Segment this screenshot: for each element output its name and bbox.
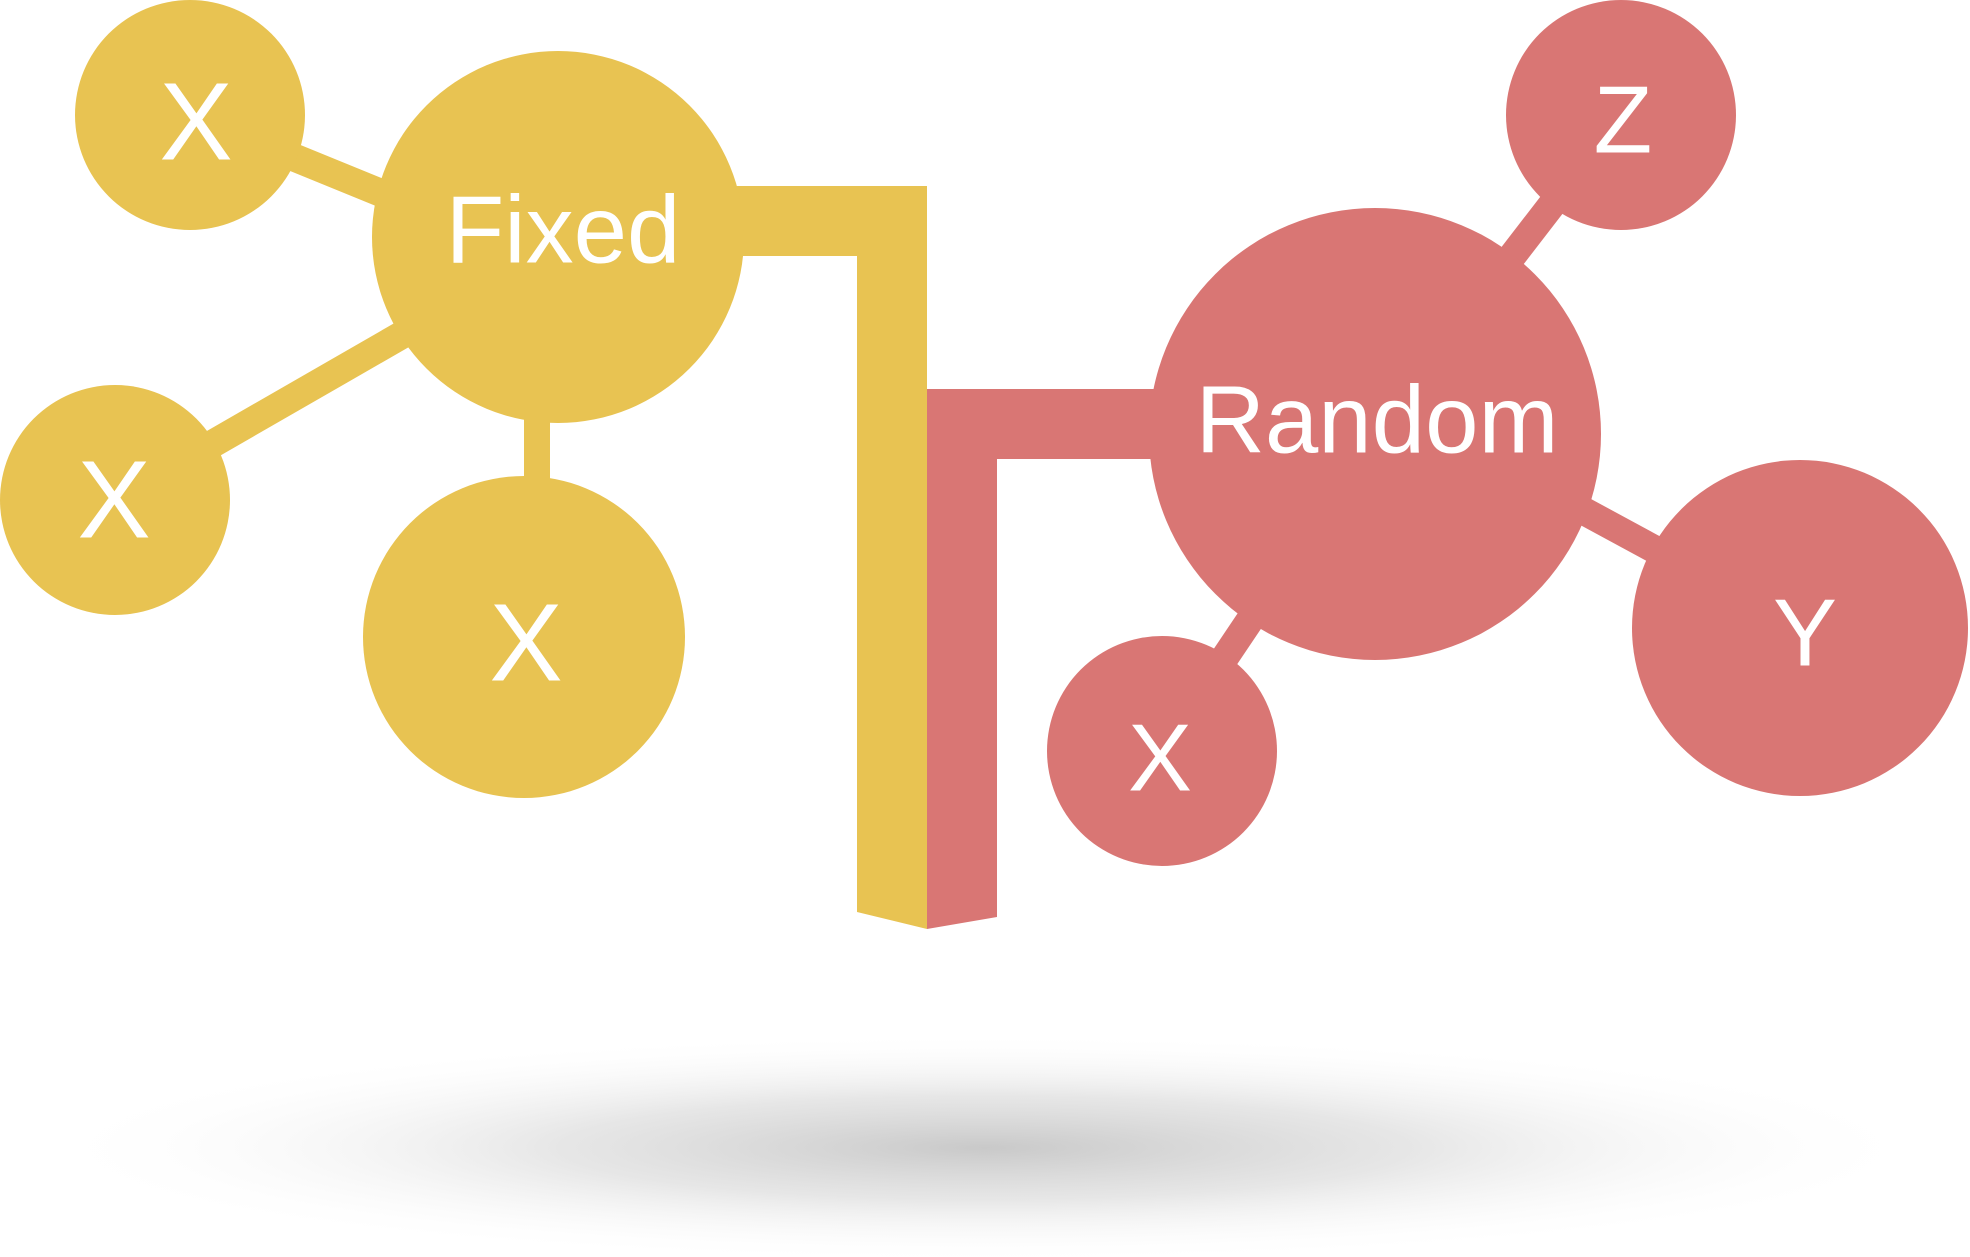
random-group: Z Y X Random — [927, 0, 1968, 929]
random-pillar — [927, 389, 1170, 929]
fixed-hub — [372, 51, 744, 423]
random-satellite-right-label: Y — [1773, 580, 1837, 687]
ground-shadow — [35, 1033, 1935, 1257]
random-satellite-top-label: Z — [1594, 67, 1653, 174]
fixed-satellite-top — [75, 0, 305, 230]
random-hub-label: Random — [1196, 367, 1559, 474]
fixed-satellite-top-label: X — [159, 61, 232, 184]
fixed-satellite-left-label: X — [77, 439, 150, 562]
fixed-satellite-bottom — [363, 476, 685, 798]
random-satellite-right — [1632, 460, 1968, 796]
fixed-satellite-bottom-label: X — [489, 582, 562, 705]
fixed-pillar — [730, 186, 927, 929]
random-hub — [1149, 208, 1601, 660]
fixed-group: X X X Fixed — [0, 0, 927, 929]
random-satellite-top — [1506, 0, 1736, 230]
fixed-hub-label: Fixed — [446, 177, 681, 284]
random-satellite-bottom-label: X — [1128, 705, 1192, 812]
fixed-satellite-left — [0, 385, 230, 615]
random-satellite-bottom — [1047, 636, 1277, 866]
